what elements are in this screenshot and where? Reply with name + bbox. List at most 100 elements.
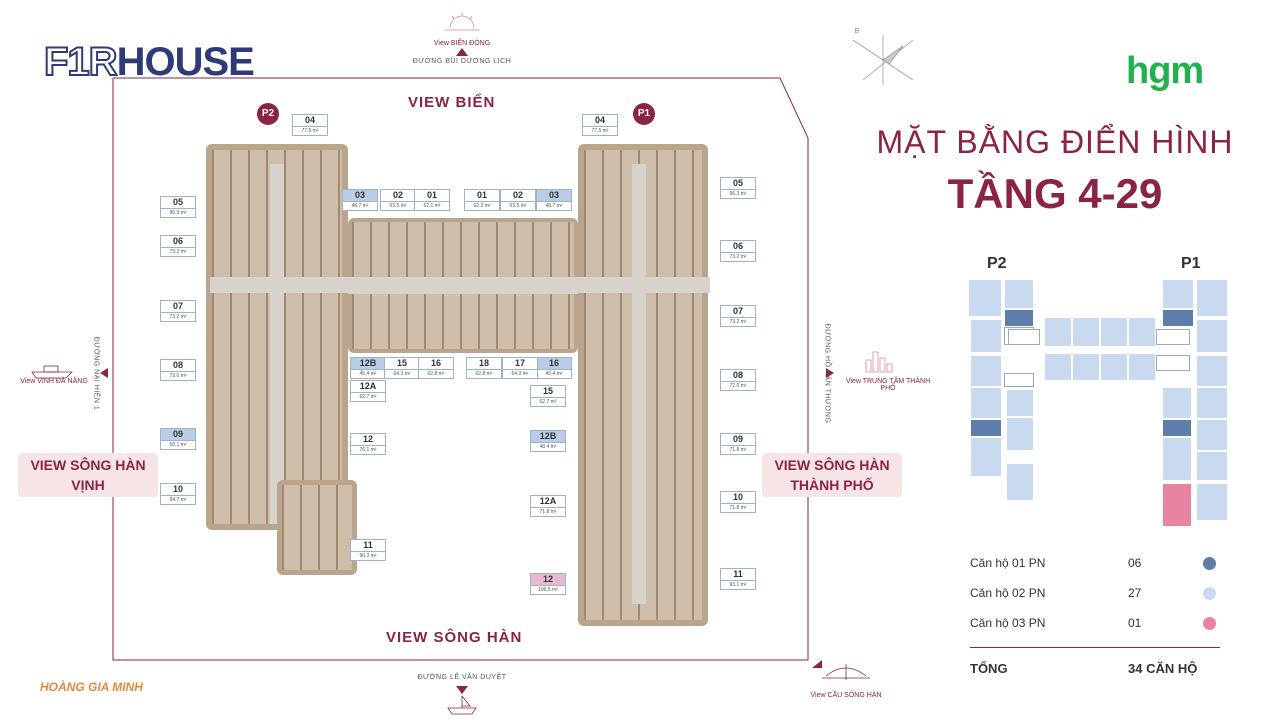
unit-number: 18 <box>467 358 501 370</box>
unit-area: 93.1 m² <box>729 582 747 588</box>
unit-area: 62.1 m² <box>423 203 441 209</box>
unit-area: 64.3 m² <box>393 371 411 377</box>
brand-logo: F1RHOUSE <box>43 39 255 85</box>
unit-number: 12 <box>531 574 565 586</box>
unit-area: 77.5 m² <box>301 128 319 134</box>
unit-number: 16 <box>419 358 453 370</box>
mini-label-p2: P2 <box>987 255 1007 272</box>
unit-number: 03 <box>343 190 377 202</box>
unit-area: 73.2 m² <box>169 314 187 320</box>
unit-area: 71.8 m² <box>539 509 557 515</box>
unit-number: 15 <box>385 358 419 370</box>
unit-area: 48.4 m² <box>531 443 565 451</box>
tower-badge-p1: P1 <box>633 103 655 125</box>
legend-2pn: Căn hộ 02 PN 27 <box>970 583 1220 603</box>
title-line1: MẶT BẰNG ĐIỂN HÌNH <box>876 124 1234 160</box>
unit-area: 45.4 m² <box>351 370 385 378</box>
unit-number: 04 <box>583 115 617 127</box>
unit-number: 02 <box>501 190 535 202</box>
road-right: ĐƯỜNG HỒ HÁN THƯƠNG <box>823 323 831 424</box>
unit-number: 02 <box>381 190 415 202</box>
unit-number: 15 <box>531 386 565 398</box>
unit-number: 01 <box>415 190 449 202</box>
unit-area: 48.7 m² <box>343 202 377 210</box>
unit-area: 72.0 m² <box>169 373 187 379</box>
unit-area: 63.5 m² <box>389 203 407 209</box>
main-corridor <box>210 277 710 293</box>
unit-area: 94.7 m² <box>169 497 187 503</box>
unit-number: 12A <box>351 381 385 393</box>
unit-number: 01 <box>465 190 499 202</box>
unit-area: 63.5 m² <box>509 203 527 209</box>
unit-number: 09 <box>721 434 755 446</box>
unit-area: 76.1 m² <box>359 447 377 453</box>
unit-number: 08 <box>721 370 755 382</box>
unit-number: 05 <box>161 197 195 209</box>
floorplan-p2-wing <box>206 144 348 530</box>
legend-divider <box>970 647 1220 648</box>
small-label-left: View VỊNH ĐÀ NẴNG <box>20 378 88 385</box>
unit-area: 62.8 m² <box>475 371 493 377</box>
unit-area: 45.4 m² <box>537 370 571 378</box>
unit-area: 72.0 m² <box>729 383 747 389</box>
unit-area: 62.7 m² <box>539 399 557 405</box>
legend-total: TỔNG 34 CĂN HỘ <box>970 661 1198 676</box>
unit-area: 96.3 m² <box>169 210 187 216</box>
unit-area: 71.8 m² <box>729 505 747 511</box>
unit-number: 03 <box>537 190 571 202</box>
unit-area: 90.3 m² <box>359 553 377 559</box>
unit-area: 106.5 m² <box>531 586 565 594</box>
unit-number: 07 <box>161 301 195 313</box>
mini-map <box>968 277 1230 527</box>
unit-number: 12B <box>531 431 565 443</box>
unit-number: 09 <box>161 429 195 441</box>
unit-area: 62.7 m² <box>359 394 377 400</box>
floorplan-p1-wing <box>578 144 708 626</box>
unit-number: 05 <box>721 178 755 190</box>
unit-area: 73.2 m² <box>729 319 747 325</box>
partner-logo: hgm <box>1126 50 1204 92</box>
unit-number: 06 <box>721 241 755 253</box>
legend-3pn: Căn hộ 03 PN 01 <box>970 613 1220 633</box>
unit-number: 07 <box>721 306 755 318</box>
unit-area: 62.2 m² <box>473 203 491 209</box>
small-label-top: View BIỂN ĐÔNG <box>433 40 491 47</box>
mini-label-p1: P1 <box>1181 255 1201 272</box>
unit-number: 12 <box>351 434 385 446</box>
unit-number: 10 <box>721 492 755 504</box>
